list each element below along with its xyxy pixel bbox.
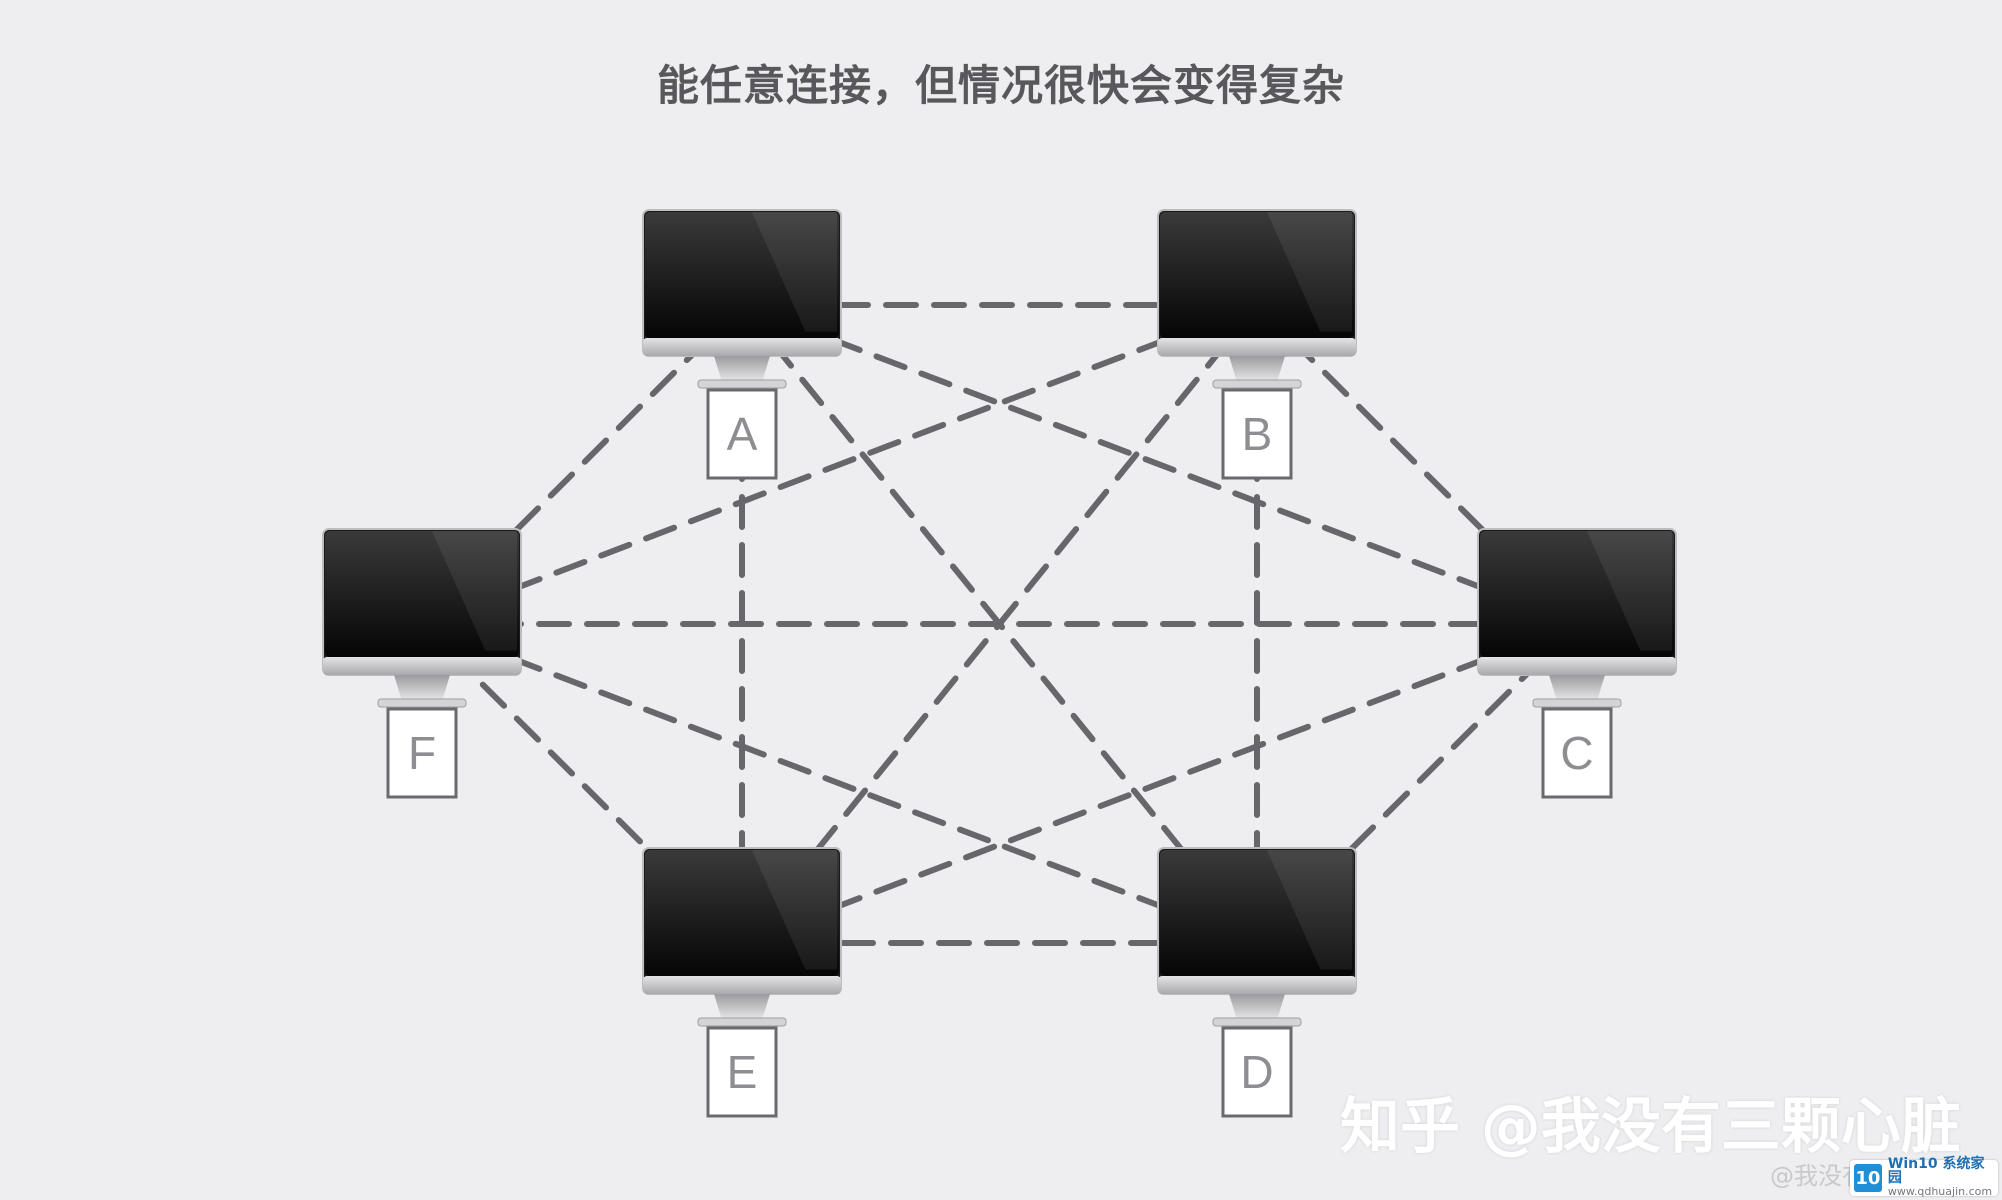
monitor-screen-icon xyxy=(645,212,839,338)
node-label-C: C xyxy=(1560,727,1593,779)
logo-badge-number: 10 xyxy=(1854,1164,1882,1192)
node-label-box xyxy=(706,1026,778,1118)
node-label-E: E xyxy=(727,1046,758,1098)
edge-B-F xyxy=(419,302,1260,627)
connection-lines xyxy=(419,302,1580,946)
watermark-main: 知乎 @我没有三颗心脏 xyxy=(1340,1092,1961,1162)
edge-D-F xyxy=(419,621,1260,946)
diagram-title: 能任意连接，但情况很快会变得复杂 xyxy=(656,61,1345,110)
monitor-stand xyxy=(1229,994,1285,1020)
site-logo: 10 Win10 系统家园 www.qdhuajin.com xyxy=(1850,1157,1998,1199)
node-label-D: D xyxy=(1240,1046,1273,1098)
monitor-stand xyxy=(1229,356,1285,382)
logo-line-2: www.qdhuajin.com xyxy=(1887,1185,1993,1198)
node-label-box xyxy=(706,388,778,480)
monitor-chin xyxy=(643,976,841,994)
screen-glare xyxy=(1266,850,1352,970)
screen-glare xyxy=(1266,212,1352,332)
computer-D: D xyxy=(1157,847,1357,1118)
monitor-base xyxy=(1532,698,1622,708)
node-label-box xyxy=(1221,388,1293,480)
computer-nodes: A B C D E F xyxy=(322,209,1677,1118)
monitor-chin xyxy=(1158,976,1356,994)
node-label-B: B xyxy=(1242,408,1273,460)
node-label-box xyxy=(386,707,458,799)
monitor-screen-icon xyxy=(1160,212,1354,338)
node-label-box xyxy=(1541,707,1613,799)
monitor-base xyxy=(1212,1017,1302,1027)
monitor-base xyxy=(1212,379,1302,389)
monitor-stand xyxy=(1549,675,1605,701)
edge-C-E xyxy=(739,621,1580,946)
screen-glare xyxy=(431,531,517,651)
node-label-box xyxy=(1221,1026,1293,1118)
computer-B: B xyxy=(1157,209,1357,480)
screen-glare xyxy=(1586,531,1672,651)
monitor-screen-icon xyxy=(1160,850,1354,976)
monitor-chin xyxy=(323,657,521,675)
computer-F: F xyxy=(322,528,522,799)
computer-A: A xyxy=(642,209,842,480)
monitor-screen-icon xyxy=(325,531,519,657)
edge-B-C xyxy=(1254,302,1580,627)
edge-A-F xyxy=(419,302,745,627)
monitor-stand xyxy=(714,994,770,1020)
monitor-chin xyxy=(643,338,841,356)
edge-C-D xyxy=(1254,621,1580,946)
monitor-stand xyxy=(394,675,450,701)
logo-text: Win10 系统家园 www.qdhuajin.com xyxy=(1888,1157,1998,1199)
screen-glare xyxy=(751,850,837,970)
monitor-chin xyxy=(1158,338,1356,356)
monitor-base xyxy=(697,379,787,389)
monitor-screen-icon xyxy=(645,850,839,976)
monitor-stand xyxy=(714,356,770,382)
monitor-base xyxy=(377,698,467,708)
node-label-F: F xyxy=(408,727,436,779)
monitor-chin xyxy=(1478,657,1676,675)
computer-C: C xyxy=(1477,528,1677,799)
monitor-screen-icon xyxy=(1480,531,1674,657)
monitor-base xyxy=(697,1017,787,1027)
logo-line-1: Win10 系统家园 xyxy=(1887,1156,1985,1186)
node-label-A: A xyxy=(727,408,758,460)
screen-glare xyxy=(751,212,837,332)
computer-E: E xyxy=(642,847,842,1118)
edge-A-C xyxy=(739,302,1580,627)
